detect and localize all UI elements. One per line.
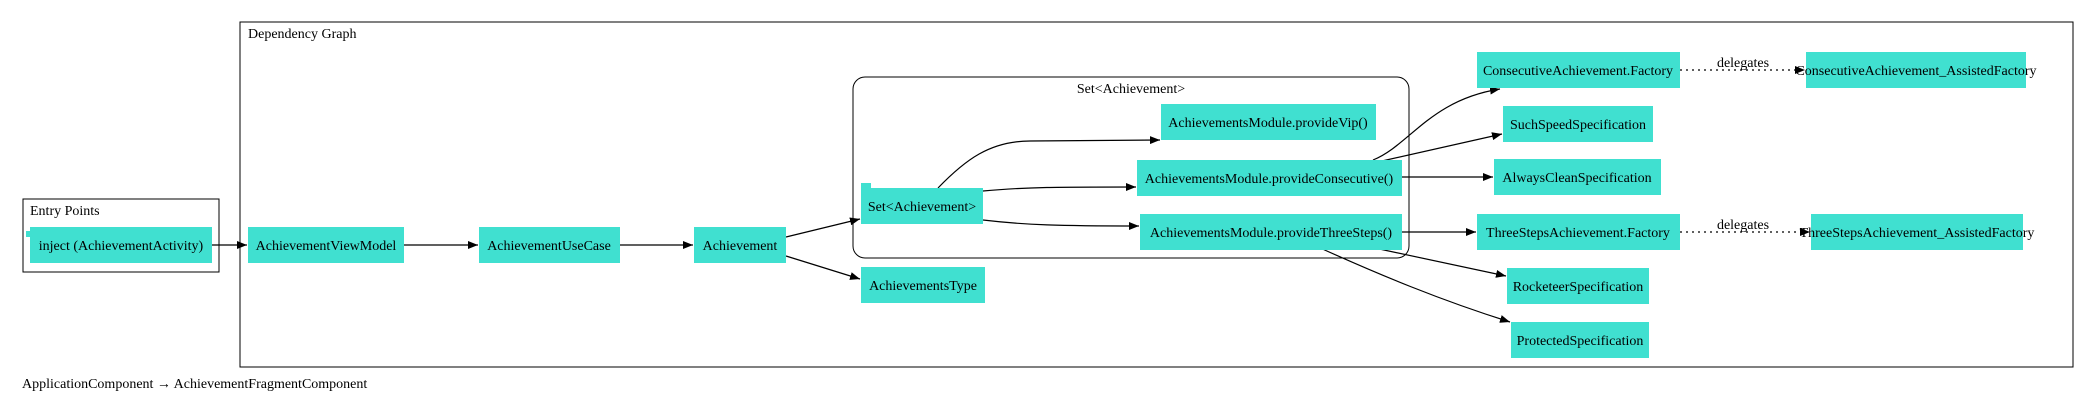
- node-consecutive-assisted-factory-label: ConsecutiveAchievement_AssistedFactory: [1795, 64, 2036, 79]
- node-achievement-usecase[interactable]: AchievementUseCase: [479, 227, 620, 263]
- delegate-edges: [1680, 66, 1810, 236]
- node-achievement-usecase-label: AchievementUseCase: [487, 239, 611, 254]
- node-achievements-type[interactable]: AchievementsType: [861, 267, 985, 303]
- cluster-set-achievement: Set<Achievement>: [852, 76, 1410, 259]
- edge-consecutive-suchspeed: [1372, 132, 1503, 164]
- node-rocketeer-specification-label: RocketeerSpecification: [1513, 280, 1644, 295]
- node-always-clean-specification-label: AlwaysCleanSpecification: [1502, 171, 1651, 186]
- cluster-entry-points: Entry Points: [22, 198, 220, 273]
- node-provide-consecutive[interactable]: AchievementsModule.provideConsecutive(): [1137, 160, 1402, 196]
- node-provide-consecutive-label: AchievementsModule.provideConsecutive(): [1145, 172, 1394, 187]
- node-achievement-label: Achievement: [703, 239, 778, 254]
- edge-set-vip: [937, 136, 1161, 189]
- node-three-steps-factory[interactable]: ThreeStepsAchievement.Factory: [1477, 214, 1680, 250]
- node-achievements-type-label: AchievementsType: [869, 279, 977, 294]
- node-set-achievement-label: Set<Achievement>: [868, 200, 976, 215]
- node-provide-vip-label: AchievementsModule.provideVip(): [1168, 116, 1368, 131]
- edge-threesteps-rocketeer: [1369, 246, 1507, 278]
- node-set-achievement[interactable]: Set<Achievement>: [861, 183, 983, 224]
- node-inject-label: inject (AchievementActivity): [39, 239, 204, 254]
- node-inject[interactable]: inject (AchievementActivity): [26, 227, 212, 263]
- edge-consecutive-factory: [1372, 86, 1501, 161]
- edge-label-delegates: delegates: [1717, 56, 1769, 71]
- edge-set-consecutive: [982, 183, 1137, 192]
- cluster-dependency-graph: Dependency Graph: [239, 21, 2074, 368]
- node-provide-three-steps[interactable]: AchievementsModule.provideThreeSteps(): [1140, 214, 1402, 250]
- edge-threesteps-protected: [1317, 246, 1511, 323]
- node-rocketeer-specification[interactable]: RocketeerSpecification: [1507, 268, 1649, 304]
- node-such-speed-specification[interactable]: SuchSpeedSpecification: [1503, 106, 1653, 142]
- edge-set-threesteps: [982, 219, 1140, 230]
- node-consecutive-assisted-factory[interactable]: ConsecutiveAchievement_AssistedFactory: [1795, 52, 2037, 88]
- node-achievement-viewmodel[interactable]: AchievementViewModel: [248, 227, 404, 263]
- node-three-steps-assisted-factory-label: ThreeStepsAchievement_AssistedFactory: [1800, 226, 2035, 241]
- node-achievement-viewmodel-label: AchievementViewModel: [256, 239, 397, 254]
- node-provide-vip[interactable]: AchievementsModule.provideVip(): [1161, 104, 1376, 140]
- edges: [212, 86, 1511, 323]
- edge-achievement-set: [785, 217, 861, 238]
- edge-label-delegates: delegates: [1717, 218, 1769, 233]
- node-protected-specification-label: ProtectedSpecification: [1517, 334, 1644, 349]
- node-consecutive-factory[interactable]: ConsecutiveAchievement.Factory: [1477, 52, 1680, 88]
- node-three-steps-factory-label: ThreeStepsAchievement.Factory: [1486, 226, 1670, 241]
- node-protected-specification[interactable]: ProtectedSpecification: [1511, 322, 1649, 358]
- cluster-entry-points-label: Entry Points: [30, 204, 100, 219]
- node-such-speed-specification-label: SuchSpeedSpecification: [1510, 118, 1646, 133]
- cluster-dependency-graph-label: Dependency Graph: [248, 27, 356, 42]
- node-three-steps-assisted-factory[interactable]: ThreeStepsAchievement_AssistedFactory: [1800, 214, 2035, 250]
- node-consecutive-factory-label: ConsecutiveAchievement.Factory: [1483, 64, 1673, 79]
- node-always-clean-specification[interactable]: AlwaysCleanSpecification: [1494, 159, 1661, 195]
- component-path-caption: ApplicationComponent → AchievementFragme…: [22, 377, 368, 392]
- node-achievement[interactable]: Achievement: [694, 227, 786, 263]
- edge-achievement-type: [785, 255, 861, 280]
- node-provide-three-steps-label: AchievementsModule.provideThreeSteps(): [1150, 226, 1393, 241]
- cluster-set-achievement-label: Set<Achievement>: [1077, 82, 1185, 97]
